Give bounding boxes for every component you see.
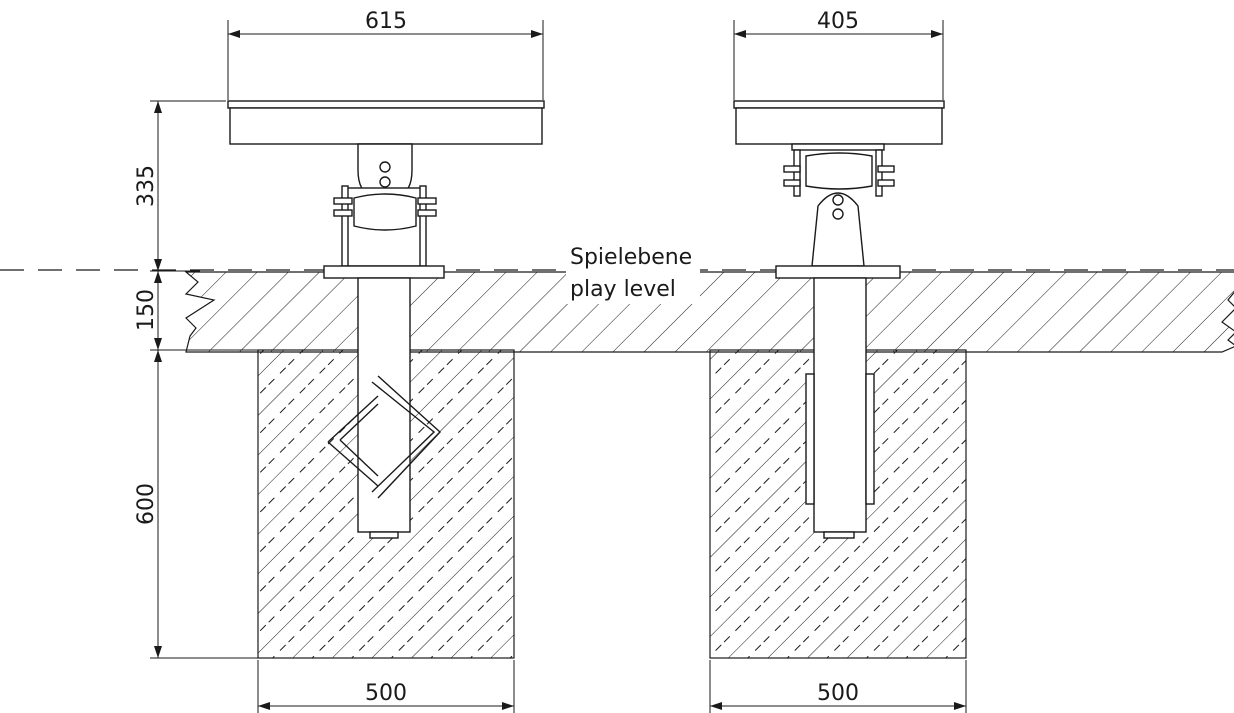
dimension-foundation-right: 500 — [709, 660, 967, 713]
dim-600-label: 600 — [134, 483, 159, 525]
right-bracket — [805, 152, 873, 190]
right-seat-body — [735, 107, 943, 145]
left-seat-top — [227, 100, 545, 109]
label-backdrop — [566, 244, 700, 304]
left-post — [357, 277, 411, 533]
right-arm — [811, 192, 865, 267]
dimension-foundation-left: 500 — [257, 660, 515, 713]
dim-500-right-label: 500 — [817, 681, 859, 706]
dim-500-left-label: 500 — [365, 681, 407, 706]
left-base-plate — [323, 265, 445, 279]
dimension-width-left: 615 — [227, 9, 544, 100]
dim-335-label: 335 — [134, 165, 159, 207]
right-post — [813, 277, 867, 533]
right-base-plate — [775, 265, 901, 279]
left-anchor — [327, 375, 441, 499]
left-unit — [227, 100, 545, 539]
play-level-label-de: Spielebene — [570, 245, 692, 270]
left-seat-body — [229, 107, 543, 145]
dim-405-label: 405 — [817, 9, 859, 34]
play-level-label-en: play level — [570, 277, 676, 302]
right-unit — [733, 100, 945, 539]
ground-layer — [184, 271, 1234, 353]
dimension-width-right: 405 — [733, 9, 944, 100]
dim-615-label: 615 — [365, 9, 407, 34]
right-seat-top — [733, 100, 945, 109]
dim-150-label: 150 — [134, 289, 159, 331]
dimension-vertical: 335 150 600 — [134, 100, 260, 659]
